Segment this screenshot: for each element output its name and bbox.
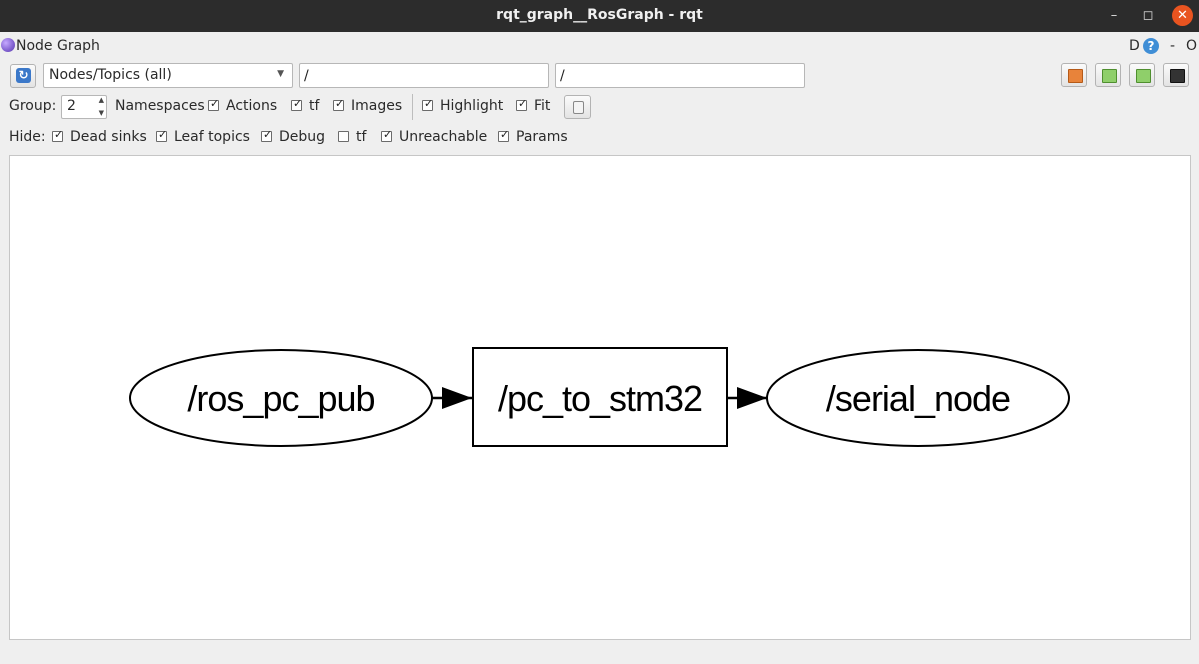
images-label: Images [351, 98, 403, 114]
dock-toggle-button[interactable]: D [1129, 38, 1140, 54]
debug-label: Debug [279, 129, 326, 145]
actions-label: Actions [226, 98, 278, 114]
hide-tf-checkbox[interactable] [338, 131, 349, 142]
image-icon [1170, 69, 1185, 83]
close-plugin-button[interactable]: O [1186, 38, 1198, 54]
hide-label: Hide: [9, 129, 46, 145]
leaf-topics-checkbox[interactable]: ✓ [156, 128, 168, 142]
graph-svg: /ros_pc_pub /pc_to_stm32 /serial_node [129, 347, 1070, 447]
images-checkbox[interactable]: ✓ [333, 97, 345, 111]
chevron-down-icon: ▼ [277, 69, 284, 79]
minimize-plugin-button[interactable]: - [1170, 38, 1176, 54]
spin-down-icon[interactable]: ▼ [98, 109, 104, 117]
fit-label: Fit [534, 98, 551, 114]
graph-canvas[interactable]: /ros_pc_pub /pc_to_stm32 /serial_node [9, 155, 1191, 640]
refresh-icon: ↻ [16, 68, 31, 83]
topic-filter-input[interactable] [555, 63, 805, 88]
arrowhead-1 [442, 387, 472, 409]
node-label: /serial_node [826, 378, 1010, 419]
graph-mode-select[interactable]: Nodes/Topics (all) ▼ [43, 63, 293, 88]
close-icon[interactable]: ✕ [1172, 5, 1193, 26]
params-label: Params [516, 129, 568, 145]
graph-node-pc-to-stm32[interactable]: /pc_to_stm32 [472, 347, 728, 447]
title-bar: rqt_graph__RosGraph - rqt – ◻ ✕ [0, 0, 1199, 32]
folder-icon [1068, 69, 1083, 83]
params-checkbox[interactable]: ✓ [498, 128, 510, 142]
options-divider [412, 94, 413, 120]
save-image-button[interactable] [1163, 63, 1189, 87]
unreachable-checkbox[interactable]: ✓ [381, 128, 393, 142]
node-filter-input[interactable] [299, 63, 549, 88]
help-icon[interactable]: ? [1143, 38, 1159, 54]
save-dot-icon [1102, 69, 1117, 83]
graph-node-ros-pc-pub[interactable]: /ros_pc_pub [129, 349, 433, 447]
fit-checkbox[interactable]: ✓ [516, 97, 528, 111]
save-dot-button[interactable] [1095, 63, 1121, 87]
refresh-button[interactable]: ↻ [10, 64, 36, 88]
plugin-icon [1, 38, 15, 52]
fit-in-view-button[interactable] [564, 95, 591, 119]
tf-checkbox[interactable]: ✓ [291, 97, 303, 111]
highlight-checkbox[interactable]: ✓ [422, 97, 434, 111]
maximize-icon[interactable]: ◻ [1142, 8, 1154, 23]
tf-label: tf [309, 98, 320, 114]
spin-up-icon[interactable]: ▲ [98, 96, 104, 104]
group-value: 2 [67, 98, 76, 114]
highlight-label: Highlight [440, 98, 504, 114]
save-svg-icon [1136, 69, 1151, 83]
leaf-topics-label: Leaf topics [174, 129, 250, 145]
namespaces-label: Namespaces [115, 98, 205, 114]
graph-node-serial-node[interactable]: /serial_node [766, 349, 1070, 447]
arrowhead-2 [737, 387, 767, 409]
dead-sinks-checkbox[interactable]: ✓ [52, 128, 64, 142]
window-title: rqt_graph__RosGraph - rqt [496, 7, 703, 23]
hide-tf-label: tf [356, 129, 367, 145]
node-label: /pc_to_stm32 [498, 378, 702, 419]
fit-view-icon [573, 101, 584, 114]
node-label: /ros_pc_pub [187, 378, 374, 419]
load-dot-button[interactable] [1061, 63, 1087, 87]
minimize-icon[interactable]: – [1110, 8, 1118, 23]
actions-checkbox[interactable]: ✓ [208, 97, 220, 111]
plugin-title: Node Graph [16, 38, 100, 54]
graph-mode-value: Nodes/Topics (all) [49, 67, 172, 83]
save-svg-button[interactable] [1129, 63, 1155, 87]
group-label: Group: [9, 98, 57, 114]
dead-sinks-label: Dead sinks [70, 129, 147, 145]
group-spinbox[interactable]: 2 ▲ ▼ [61, 95, 107, 119]
debug-checkbox[interactable]: ✓ [261, 128, 273, 142]
unreachable-label: Unreachable [399, 129, 488, 145]
